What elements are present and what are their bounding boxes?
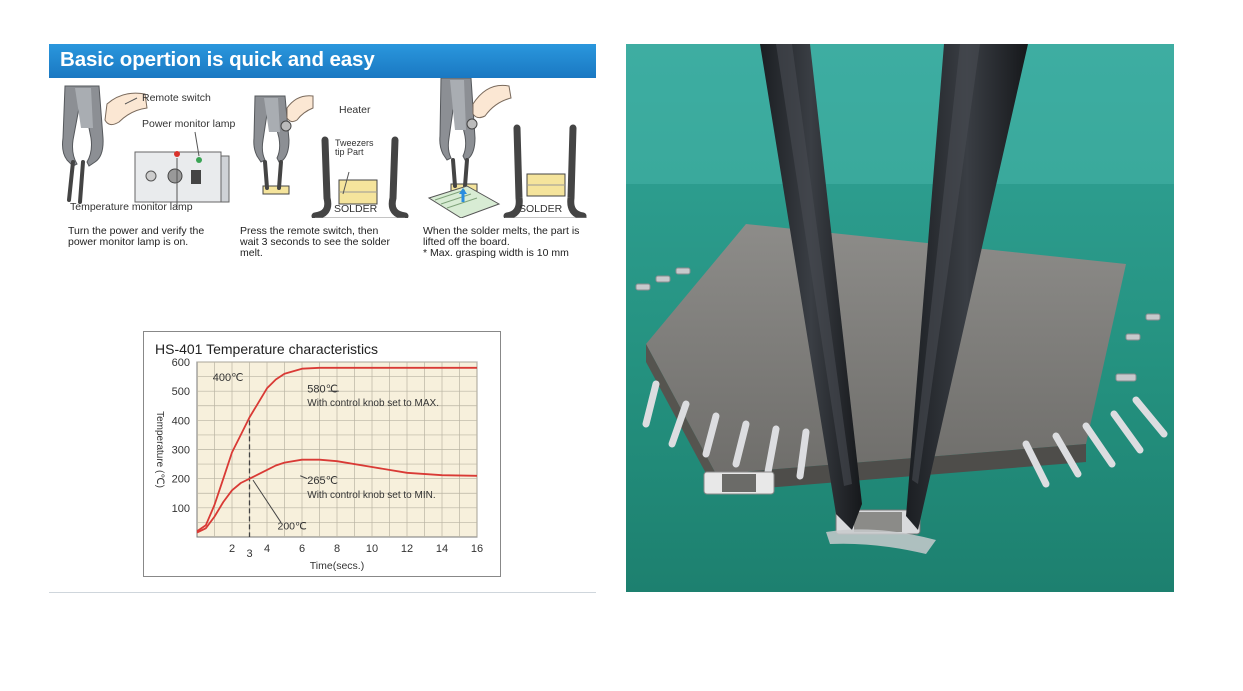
annotation-200: 200℃ [278,521,308,533]
banner-title: Basic opertion is quick and easy [60,48,375,71]
tweezers-tool-icon [253,95,292,195]
ic-chip-icon [646,224,1126,492]
tweezers-tool-icon [439,78,478,193]
y-tick-label: 100 [172,503,190,515]
x-axis-label: Time(secs.) [310,560,364,572]
remote-switch-label: Remote switch [142,92,211,104]
tip-part-label: tip Part [335,147,364,157]
x-tick-label-marker: 3 [246,548,252,560]
smd-component-icon [703,471,921,535]
step3-solder-label: SOLDER [519,203,563,215]
product-photo [626,44,1174,592]
step2-description: Press the remote switch, then wait 3 sec… [240,226,390,259]
annotation-580-note: With control knob set to MAX. [307,398,439,409]
step3-desc-line: When the solder melts, the part is [423,225,580,237]
y-tick-label: 300 [172,445,190,457]
step1-description: Turn the power and verify the power moni… [68,226,204,248]
y-tick-label: 600 [172,357,190,369]
step3-description: When the solder melts, the part is lifte… [423,226,579,259]
step2-illustration [253,95,409,218]
step3-desc-line: lifted off the board. [423,236,510,248]
x-tick-label: 10 [366,543,378,555]
x-tick-label: 2 [229,543,235,555]
tweezers-label: Tweezers [335,138,374,148]
annotation-265-note: With control knob set to MIN. [307,490,435,501]
chart-plot: 100 200 300 400 500 600 2 4 6 8 10 12 14 16 3 Temperatu… [154,357,483,572]
x-tick-label: 16 [471,543,483,555]
x-tick-label: 12 [401,543,413,555]
annotation-265-leader [300,475,308,480]
y-tick-label: 400 [172,415,190,427]
step2-desc-line: Press the remote switch, then [240,225,379,237]
step2-desc-line: wait 3 seconds to see the solder [240,236,391,248]
heater-cross-section-icon [503,124,587,218]
chart-title: HS-401 Temperature characteristics [155,341,379,357]
step2-desc-line: melt. [240,247,263,259]
finger-icon [472,84,512,119]
header-banner: Basic opertion is quick and easy [49,44,596,78]
step3-illustration [427,78,587,218]
y-tick-label: 500 [172,386,190,398]
annotation-200-leader [252,479,282,523]
y-tick-label: 200 [172,474,190,486]
x-tick-label: 14 [436,543,448,555]
circuit-board-icon [427,185,501,218]
temperature-chart: HS-401 Temperature characteristics 100 20… [143,331,501,577]
finger-icon [286,95,314,123]
x-tick-label: 6 [299,543,305,555]
step1-illustration [62,85,230,208]
y-axis-label: Temperature (℃) [154,411,165,488]
step2-solder-label: SOLDER [334,203,378,215]
annotation-400: 400℃ [213,372,244,384]
series-line [196,366,477,532]
x-tick-label: 8 [334,543,340,555]
heater-cross-section-icon [311,136,409,218]
annotation-265: 265℃ [307,475,338,487]
temperature-monitor-lamp-label: Temperature monitor lamp [70,201,193,213]
tweezers-tips-icon [760,44,1028,530]
series-line [196,458,478,534]
finger-icon [104,92,148,126]
annotation-580: 580℃ [307,384,338,396]
step1-desc-line: Turn the power and verify the [68,225,205,237]
power-monitor-lamp-label: Power monitor lamp [142,118,236,130]
tweezers-tool-icon [62,85,104,204]
instruction-panel: Basic opertion is quick and easy Remote … [49,44,596,593]
heater-label: Heater [339,104,371,116]
control-unit-icon [134,151,230,203]
step1-desc-line: power monitor lamp is on. [68,236,189,248]
x-tick-label: 4 [264,543,270,555]
step3-desc-line: * Max. grasping width is 10 mm [423,247,569,259]
